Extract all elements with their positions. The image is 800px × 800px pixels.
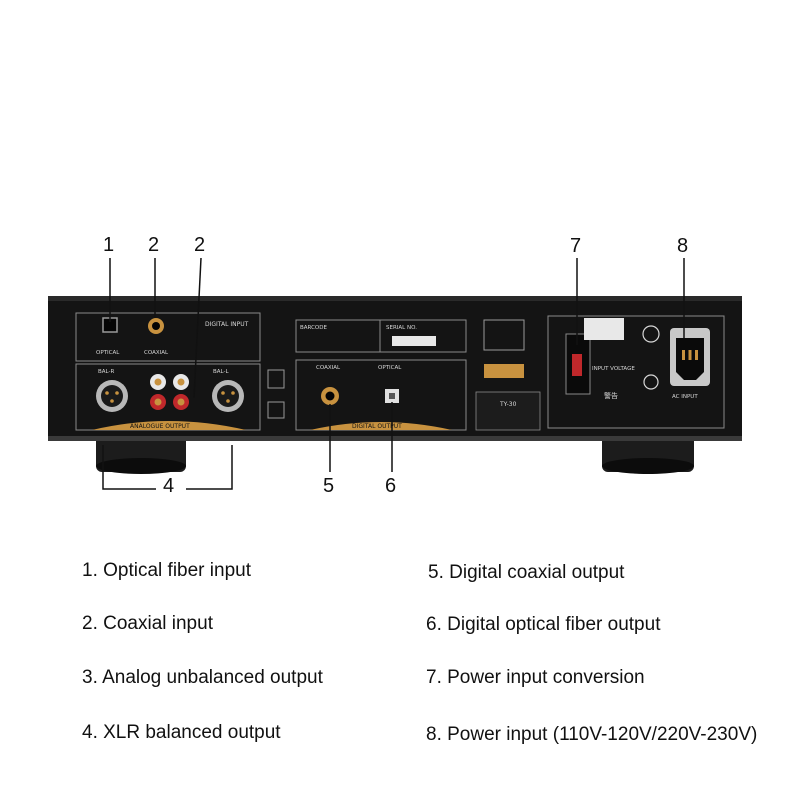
barcode-label: BARCODE <box>300 325 327 331</box>
legend-item-7: 7. Power input conversion <box>426 667 645 688</box>
chassis-top-edge <box>48 296 742 301</box>
barcode-panel <box>295 319 467 353</box>
ccc-mark-icon <box>642 325 660 343</box>
leader-4b <box>186 445 233 490</box>
manufacturer-badge <box>584 318 624 340</box>
callout-7: 7 <box>570 235 582 257</box>
recycle-icon <box>267 401 285 419</box>
power-panel <box>547 315 725 429</box>
callout-5: 5 <box>323 475 335 497</box>
model-label: TY-30 <box>499 401 517 408</box>
legend-item-2: 2. Coaxial input <box>82 613 213 634</box>
xlr-left-inner <box>217 385 239 407</box>
callout-1: 1 <box>103 234 115 256</box>
callout-8: 8 <box>677 235 689 257</box>
serial-sticker <box>392 336 436 346</box>
output-optical-label: OPTICAL <box>378 365 402 371</box>
callout-2b: 2 <box>194 234 206 256</box>
legend-item-4: 4. XLR balanced output <box>82 722 281 743</box>
warning-label: 警告 <box>604 391 618 400</box>
optical-input-label: OPTICAL <box>96 350 120 356</box>
chassis-bottom-edge <box>48 436 742 441</box>
voltage-switch-red <box>572 354 582 376</box>
output-coaxial-label: COAXIAL <box>316 365 341 371</box>
legend-item-1: 1. Optical fiber input <box>82 560 251 581</box>
leader-4 <box>102 445 156 490</box>
ac-input-label: AC INPUT <box>672 394 698 400</box>
analogue-output-label: ANALOGUE OUTPUT <box>130 423 190 430</box>
leader-2b <box>193 257 202 399</box>
callout-4: 4 <box>163 475 175 497</box>
digital-input-panel <box>75 312 261 362</box>
bal-l-label: BAL-L <box>213 369 229 375</box>
digital-output-arc <box>310 422 452 430</box>
callout-6: 6 <box>385 475 397 497</box>
left-foot-base <box>96 458 186 474</box>
info-label <box>475 391 541 431</box>
digital-output-label: DIGITAL OUTPUT <box>352 423 402 430</box>
legend-item-5: 5. Digital coaxial output <box>428 562 625 583</box>
cd-logo <box>483 319 525 351</box>
weee-icon <box>267 369 285 389</box>
legend-item-6: 6. Digital optical fiber output <box>426 614 661 635</box>
coaxial-input-hole <box>152 322 160 330</box>
input-voltage-label: INPUT VOLTAGE <box>592 366 635 372</box>
digital-input-label: DIGITAL INPUT <box>205 321 249 328</box>
callout-2a: 2 <box>148 234 160 256</box>
right-foot-base <box>602 458 694 474</box>
bal-r-label: BAL-R <box>98 369 114 375</box>
legend-item-8: 8. Power input (110V-120V/220V-230V) <box>426 724 758 745</box>
legend-item-3: 3. Analog unbalanced output <box>82 667 323 688</box>
analogue-output-arc <box>92 421 246 430</box>
xlr-right-inner <box>101 385 123 407</box>
rating-icon <box>643 374 659 390</box>
gold-badge <box>484 364 524 378</box>
serial-label: SERIAL NO. <box>386 325 417 331</box>
coaxial-input-label: COAXIAL <box>144 350 169 356</box>
